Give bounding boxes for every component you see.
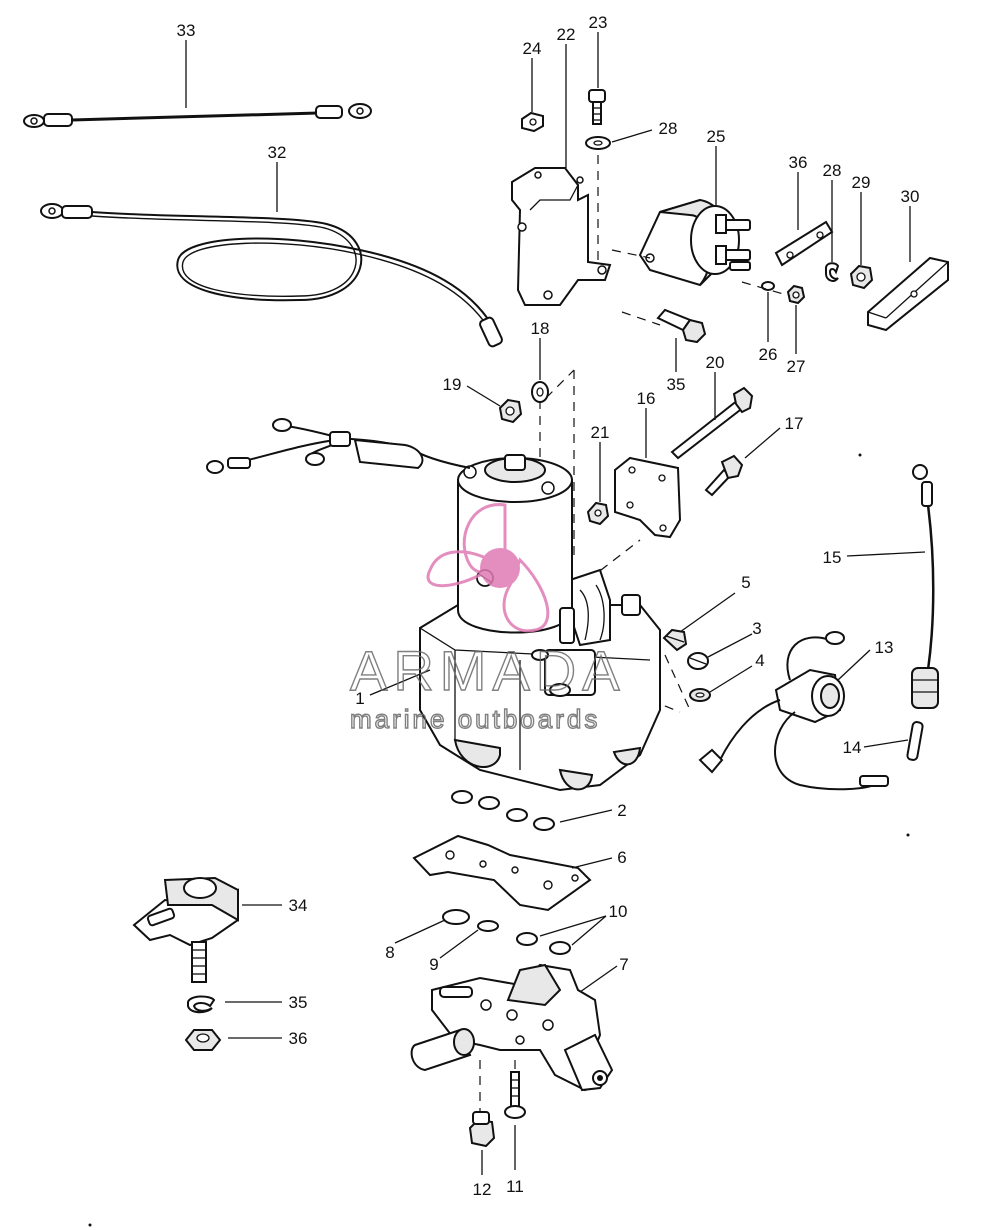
fuse-lead-15	[911, 464, 939, 709]
callout-7: 7	[619, 955, 628, 974]
callout-19: 19	[443, 375, 462, 394]
watermark-brand: ARMADA	[350, 639, 626, 702]
bolt-31	[656, 308, 707, 344]
callout-37: 36	[289, 1029, 308, 1048]
nut-29	[849, 264, 874, 290]
callout-3: 3	[752, 619, 761, 638]
valve-body-7	[410, 963, 614, 1092]
washer-28-upper	[585, 136, 611, 150]
plug-12	[468, 1111, 496, 1148]
callout-34: 33	[177, 21, 196, 40]
callout-20: 20	[706, 353, 725, 372]
callout-26: 26	[759, 345, 778, 364]
o-rings-2	[451, 790, 555, 831]
callout-21: 21	[591, 423, 610, 442]
callout-35: 34	[289, 896, 308, 915]
callout-13: 13	[875, 638, 894, 657]
o-ring-8	[442, 909, 470, 925]
nut-37	[184, 1029, 222, 1051]
switch-13	[698, 631, 889, 791]
callout-2: 2	[617, 801, 626, 820]
speck	[88, 1223, 92, 1227]
watermark-tagline: marine outboards	[350, 704, 600, 734]
screw-17	[704, 454, 744, 497]
callout-22: 22	[557, 25, 576, 44]
callout-labels: 33 32 22 23 24 28 25 36 28 29 30 26 27 3…	[177, 13, 920, 1199]
speck	[858, 453, 862, 457]
callout-29: 29	[852, 173, 871, 192]
callout-5: 5	[741, 573, 750, 592]
strap-32	[774, 220, 834, 267]
callout-30: 30	[901, 187, 920, 206]
callout-31: 35	[667, 375, 686, 394]
callout-8: 8	[385, 943, 394, 962]
lockwasher-28	[825, 262, 840, 282]
callout-12: 12	[473, 1180, 492, 1199]
armada-watermark: ARMADA marine outboards	[349, 503, 626, 735]
screw-11	[504, 1071, 526, 1119]
callout-27: 27	[787, 357, 806, 376]
ground-strap-34	[23, 103, 372, 128]
solenoid-25	[638, 198, 751, 287]
callout-16: 16	[637, 389, 656, 408]
callout-10: 10	[609, 902, 628, 921]
callout-33: 32	[268, 143, 287, 162]
terminal-35	[132, 876, 239, 983]
callout-25: 25	[707, 127, 726, 146]
lockwasher-36	[187, 995, 216, 1014]
callout-36: 35	[289, 993, 308, 1012]
bolt-20	[670, 386, 754, 460]
nut-27	[786, 284, 806, 305]
callout-15: 15	[823, 548, 842, 567]
gasket-plate-6	[412, 834, 592, 912]
fitting-5	[662, 628, 688, 652]
propeller-logo	[426, 503, 550, 633]
washer-26	[761, 281, 775, 291]
callout-23: 23	[589, 13, 608, 32]
bracket-16	[614, 456, 682, 539]
callout-9: 9	[429, 955, 438, 974]
speck	[906, 833, 910, 837]
screw-3	[687, 652, 709, 670]
o-rings-10	[516, 932, 571, 955]
callout-4: 4	[755, 651, 764, 670]
washer-18	[531, 381, 549, 403]
callout-1: 1	[355, 689, 364, 708]
nut-24	[521, 111, 544, 133]
callout-24: 24	[523, 39, 542, 58]
callout-18: 18	[531, 319, 550, 338]
screw-23	[588, 89, 606, 125]
callout-11: 11	[506, 1177, 524, 1196]
washer-4	[689, 688, 711, 702]
nut-19	[498, 398, 523, 424]
motor-wire-harness	[206, 418, 471, 474]
nut-21	[586, 501, 610, 526]
cover-30	[867, 256, 949, 332]
callout-32: 36	[789, 153, 808, 172]
fuse-14	[906, 721, 924, 761]
callout-6: 6	[617, 848, 626, 867]
callout-14: 14	[843, 738, 862, 757]
callout-17: 17	[785, 414, 804, 433]
bracket-22	[511, 167, 612, 306]
callout-28-lower: 28	[823, 161, 842, 180]
cable-33	[40, 203, 503, 348]
leader-lines	[185, 32, 926, 1175]
callout-28-upper: 28	[659, 119, 678, 138]
o-ring-9	[477, 920, 499, 932]
